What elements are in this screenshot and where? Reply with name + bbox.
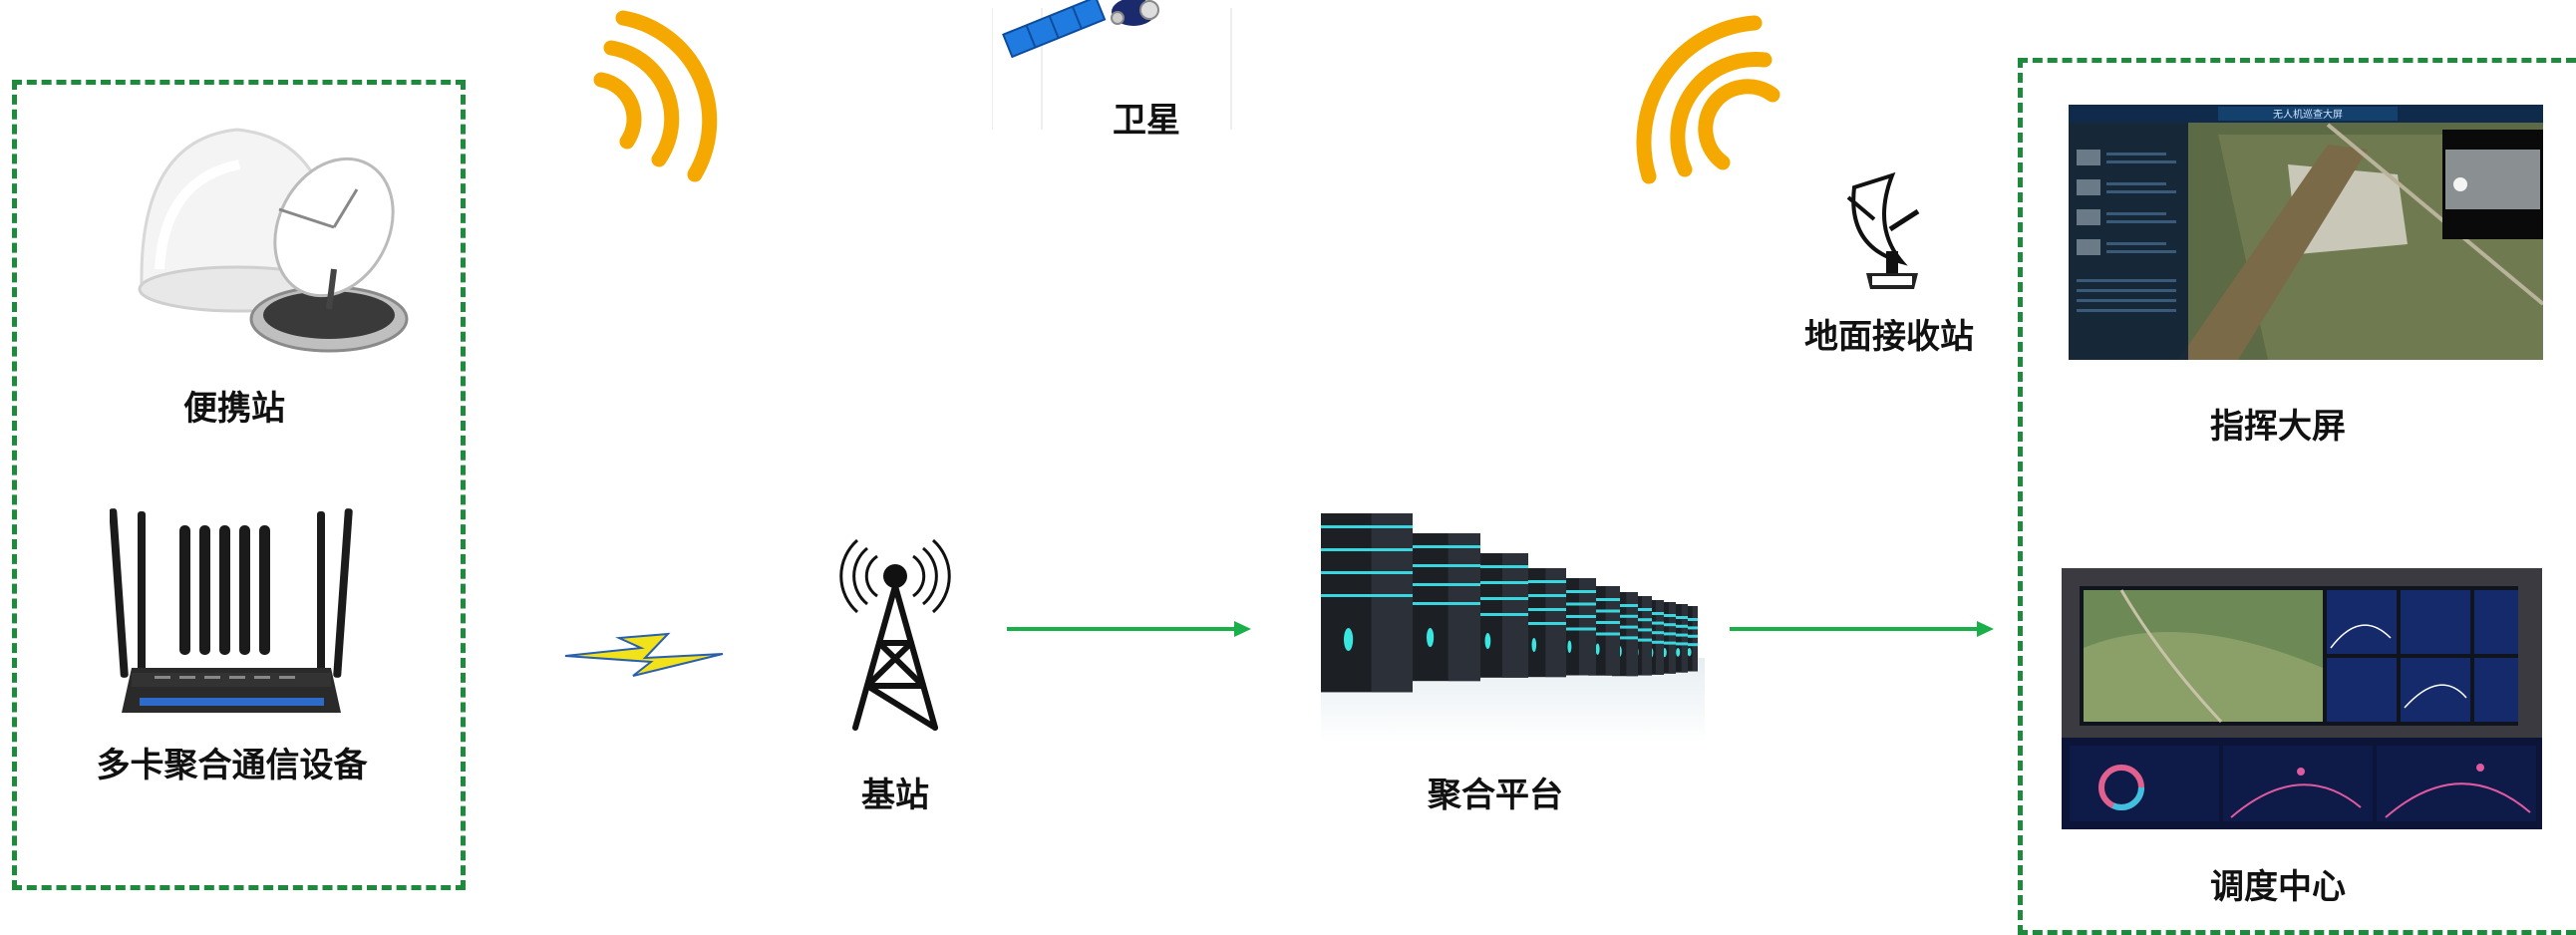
server-light-strip [1646, 612, 1664, 615]
server-light-strip [1321, 525, 1413, 528]
server-light-strip [1660, 614, 1676, 617]
server-light-strip [1686, 643, 1698, 647]
satellite-icon [992, 0, 1261, 135]
server-light-strip [1470, 613, 1528, 616]
server-light-strip [1686, 634, 1698, 638]
server-light-strip [1612, 625, 1638, 629]
dispatch-center-label: 调度中心 [2210, 867, 2346, 907]
server-light-strip [1588, 598, 1620, 601]
server-indicator [1567, 640, 1572, 653]
command-screen-image: 无人机巡查大屏 [2069, 105, 2543, 360]
server-rack-side [1578, 578, 1596, 676]
server-light-strip [1646, 640, 1664, 644]
server-light-strip [1409, 564, 1480, 567]
server-light-strip [1660, 623, 1676, 627]
left-device-group [12, 80, 466, 890]
server-light-strip [1558, 602, 1596, 606]
server-rack-side [1681, 604, 1688, 673]
server-indicator [1531, 638, 1537, 652]
server-light-strip [1660, 632, 1676, 636]
server-rack-side [1655, 600, 1664, 675]
server-light-strip [1520, 580, 1566, 583]
server-rack-side [1642, 596, 1652, 676]
server-light-strip [1686, 618, 1698, 621]
server-light-strip [1660, 641, 1676, 645]
dish-antenna-icon [1842, 167, 1932, 292]
server-light-strip [1612, 614, 1638, 618]
radio-tower-icon [835, 538, 955, 733]
server-rack-side [1668, 602, 1676, 674]
server-indicator [1484, 633, 1491, 649]
signal-waves-left-icon [583, 0, 723, 189]
server-indicator [1595, 643, 1600, 655]
server-light-strip [1630, 618, 1652, 622]
server-rack-side [1626, 592, 1638, 677]
platform-label: 聚合平台 [1428, 776, 1563, 815]
server-light-strip [1409, 545, 1480, 548]
server-light-strip [1588, 609, 1620, 613]
satellite-label: 卫星 [1113, 101, 1180, 141]
server-light-strip [1612, 604, 1638, 607]
server-light-strip [1321, 594, 1413, 597]
server-light-strip [1674, 616, 1688, 619]
server-light-strip [1470, 597, 1528, 600]
command-screen-title: 无人机巡查大屏 [2273, 108, 2343, 121]
server-light-strip [1558, 627, 1596, 631]
server-light-strip [1630, 628, 1652, 632]
server-indicator [1676, 648, 1681, 657]
ground-station-label: 地面接收站 [1804, 317, 1974, 357]
server-light-strip [1686, 626, 1698, 630]
base-station-label: 基站 [861, 776, 929, 815]
server-light-strip [1558, 590, 1596, 593]
server-light-strip [1520, 622, 1566, 625]
server-indicator [1687, 648, 1692, 657]
server-light-strip [1409, 583, 1480, 586]
server-light-strip [1646, 631, 1664, 635]
server-light-strip [1674, 633, 1688, 637]
server-rack-side [1692, 606, 1698, 672]
server-indicator [1427, 628, 1435, 647]
lightning-icon [563, 626, 728, 684]
server-light-strip [1321, 571, 1413, 574]
portable-station-label: 便携站 [183, 389, 285, 429]
router-icon [110, 503, 354, 728]
server-light-strip [1470, 581, 1528, 584]
server-light-strip [1630, 608, 1652, 611]
server-rack-side [1448, 533, 1480, 682]
server-light-strip [1470, 565, 1528, 568]
server-light-strip [1588, 632, 1620, 636]
server-light-strip [1588, 621, 1620, 624]
server-indicator [1344, 628, 1354, 651]
server-light-strip [1646, 621, 1664, 625]
multi-card-device-label: 多卡聚合通信设备 [96, 746, 368, 785]
server-light-strip [1558, 615, 1596, 618]
server-light-strip [1409, 602, 1480, 605]
satellite-dome-icon [130, 120, 409, 359]
server-rack-side [1605, 586, 1620, 676]
command-screen-label: 指挥大屏 [2210, 407, 2346, 447]
server-light-strip [1321, 548, 1413, 551]
arrow-to-displays [1730, 616, 1994, 642]
server-rack-side [1371, 513, 1413, 693]
server-rack-icon [1321, 508, 1705, 743]
server-light-strip [1612, 636, 1638, 640]
arrow-to-platform [1007, 616, 1251, 642]
server-light-strip [1520, 594, 1566, 597]
server-light-strip [1630, 638, 1652, 642]
signal-waves-right-icon [1635, 5, 1784, 189]
server-light-strip [1520, 608, 1566, 611]
server-light-strip [1674, 642, 1688, 646]
server-light-strip [1674, 624, 1688, 628]
dispatch-center-image [2062, 568, 2542, 829]
